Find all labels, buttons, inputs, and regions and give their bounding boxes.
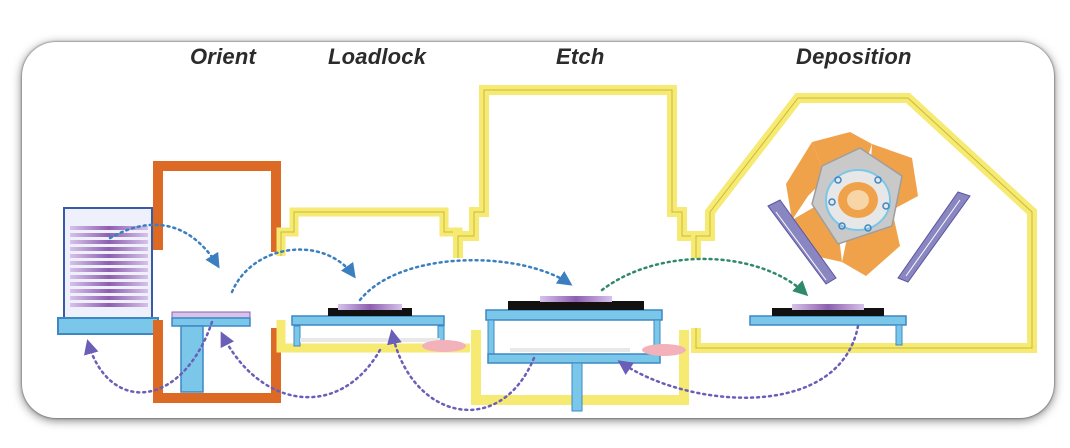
wafer-cassette: [57, 207, 159, 335]
deposition-shields: [767, 191, 971, 285]
transfer-arrows-top: [108, 223, 809, 302]
orient-chamber: [153, 161, 281, 403]
deposition-chamber: [691, 93, 1037, 353]
etch-chamber: [453, 85, 701, 412]
label-etch: Etch: [556, 44, 605, 69]
label-orient: Orient: [190, 44, 256, 69]
transfer-arrows-bottom: [83, 320, 860, 412]
magnetron-assembly: [786, 132, 918, 276]
label-deposition: Deposition: [796, 44, 912, 69]
label-loadlock: Loadlock: [328, 44, 427, 69]
loadlock-chamber: [276, 207, 470, 353]
stacked-wafers: [70, 226, 148, 307]
